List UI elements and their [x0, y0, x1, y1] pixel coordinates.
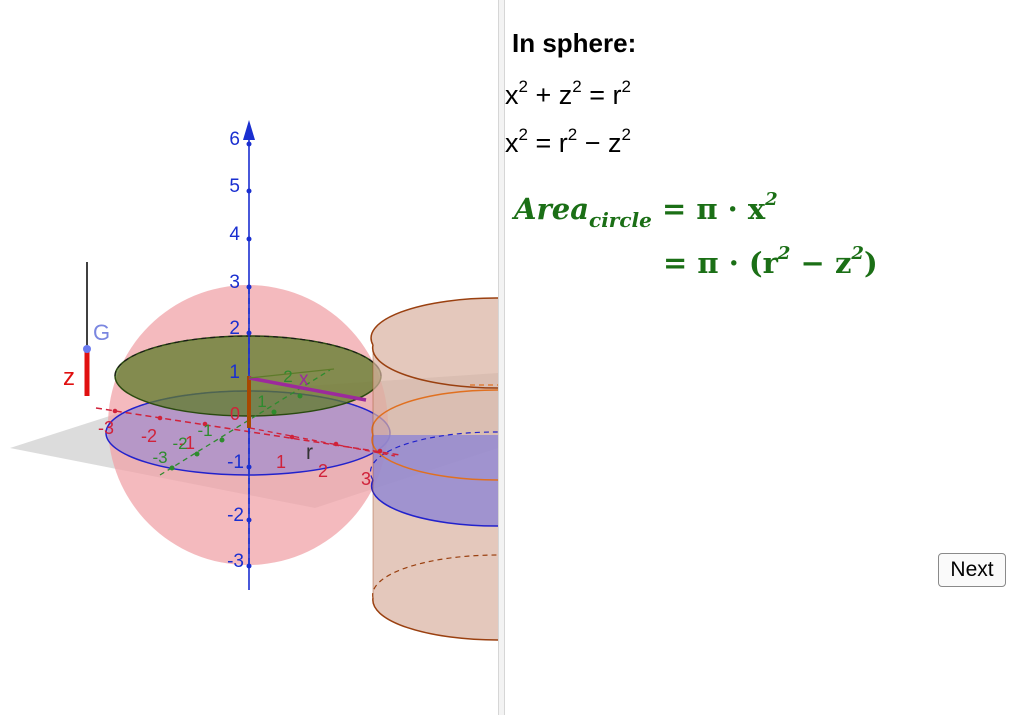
next-button[interactable]: Next	[938, 553, 1006, 587]
x-tick-label: -3	[98, 418, 114, 438]
equation-sphere: x2 + z2 = r2	[505, 77, 631, 110]
z-tick-label: 4	[229, 224, 240, 245]
z-tick-label: 5	[229, 176, 240, 197]
panel-divider[interactable]	[498, 0, 505, 715]
point-G-handle[interactable]	[83, 345, 91, 353]
x-tick-label: 2	[318, 461, 328, 481]
graphics-2d-view: In sphere: x2 + z2 = r2 x2 = r2 − z2 Are…	[505, 0, 1024, 715]
y-tick-label: 2	[283, 367, 292, 386]
y-axis-tick-marks	[169, 393, 303, 471]
y-axis-tick-labels: -3 -2 -1 1 2	[152, 367, 292, 467]
z-tick-label: 2	[229, 318, 240, 339]
radius-r-line	[249, 427, 396, 457]
x-axis-tick-marks	[112, 408, 383, 454]
z-tick-label: -3	[227, 551, 244, 572]
x-axis-tick-labels: -3 -2 -1 0 1 2 3	[98, 404, 371, 489]
radius-x-segment[interactable]	[248, 376, 367, 402]
graphics-3d-view[interactable]: 6 5 4 3 2 1 -1 -2 -3 -3 -2 -1 0 1 2 3 -3…	[0, 0, 498, 715]
y-tick-label: -3	[152, 448, 167, 467]
z-axis-tick-labels: 6 5 4 3 2 1 -1 -2 -3	[227, 129, 244, 572]
x-axis	[95, 407, 401, 456]
x-tick-label: -1	[179, 433, 195, 453]
cross-section-back-edge	[114, 335, 382, 377]
area-formula-line1: Areacircle = π · x2	[514, 189, 778, 232]
z-tick-label: 3	[229, 272, 240, 293]
x-tick-label: 0	[230, 404, 240, 424]
slant-line	[248, 368, 335, 379]
label-r: r	[306, 441, 313, 464]
label-z: z	[63, 364, 75, 391]
z-axis-tick-marks	[246, 141, 252, 569]
z-tick-label: -2	[227, 505, 244, 526]
equation-x-squared: x2 = r2 − z2	[505, 125, 631, 158]
cylinder[interactable]	[369, 297, 498, 641]
x-tick-label: 1	[276, 452, 286, 472]
x-tick-label: -2	[141, 426, 157, 446]
y-tick-label: -2	[172, 434, 187, 453]
heading-in-sphere: In sphere:	[512, 28, 637, 58]
area-formula-line2: = π · (r2 − z2)	[663, 243, 878, 281]
z-tick-label: -1	[227, 452, 244, 473]
label-x: x	[299, 369, 309, 390]
y-tick-label: -1	[197, 421, 212, 440]
label-G: G	[93, 320, 110, 345]
y-tick-label: 1	[257, 392, 266, 411]
z-tick-label: 6	[229, 129, 240, 150]
scene-3d[interactable]: 6 5 4 3 2 1 -1 -2 -3 -3 -2 -1 0 1 2 3 -3…	[0, 0, 498, 715]
z-tick-label: 1	[229, 362, 240, 383]
z-axis-arrow-icon	[243, 120, 255, 140]
x-tick-label: 3	[361, 469, 371, 489]
